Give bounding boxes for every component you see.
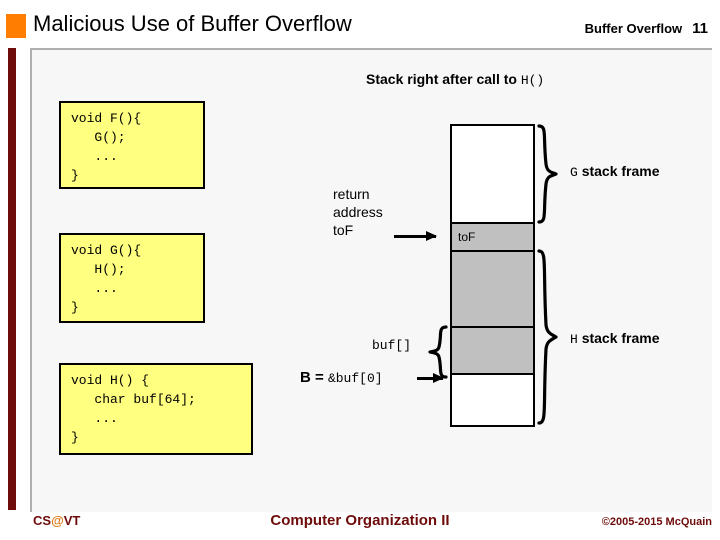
h-frame-text: stack frame <box>577 330 660 346</box>
header-slide-number: 11 <box>692 20 708 37</box>
buf-array-label: buf[] <box>372 338 412 353</box>
diagram-caption-mono: H() <box>520 73 545 88</box>
return-address-arrow-icon <box>394 231 437 241</box>
header-topic: Buffer Overflow <box>584 21 683 36</box>
buf-pointer-prefix: B = <box>300 369 328 386</box>
code-block-h: void H() { char buf[64]; ... } <box>59 363 253 455</box>
g-frame-text: stack frame <box>577 163 660 179</box>
stack-cell-return-address: toF <box>452 224 533 252</box>
footer-organization: CS@VT <box>33 513 80 528</box>
h-stack-frame-label: H stack frame <box>570 330 660 347</box>
return-address-label: return address toF <box>333 186 383 238</box>
footer-course-title: Computer Organization II <box>270 512 450 529</box>
page-title: Malicious Use of Buffer Overflow <box>33 11 352 36</box>
left-accent-bar <box>8 48 16 510</box>
g-frame-brace-icon <box>537 124 558 224</box>
g-frame-mono: G <box>570 165 578 180</box>
buf-pointer-label: B = &buf[0] <box>300 369 383 386</box>
header-topic-and-number: Buffer Overflow 11 <box>585 20 708 37</box>
footer-org-prefix: CS <box>33 513 52 528</box>
buf-brace-icon <box>428 325 448 379</box>
stack-column: toF <box>450 124 535 427</box>
h-frame-mono: H <box>570 332 578 347</box>
footer-org-suffix: VT <box>63 513 81 528</box>
stack-cell-g-frame-body <box>452 126 533 224</box>
buf-pointer-arrow-icon <box>417 373 444 383</box>
h-frame-brace-icon <box>537 249 558 425</box>
diagram-caption-text: Stack right after call to <box>366 71 521 87</box>
footer-at-icon: @ <box>51 513 64 528</box>
code-block-g: void G(){ H(); ... } <box>59 233 205 323</box>
code-block-f: void F(){ G(); ... } <box>59 101 205 189</box>
footer-copyright: ©2005-2015 McQuain <box>601 516 712 528</box>
stack-cell-h-frame-saved <box>452 252 533 328</box>
stack-cell-h-frame-buf <box>452 328 533 375</box>
g-stack-frame-label: G stack frame <box>570 163 660 180</box>
accent-square-icon <box>6 14 26 38</box>
buf-pointer-expression: &buf[0] <box>327 371 383 386</box>
diagram-caption: Stack right after call to H() <box>366 71 544 88</box>
stack-cell-h-frame-rest <box>452 375 533 425</box>
